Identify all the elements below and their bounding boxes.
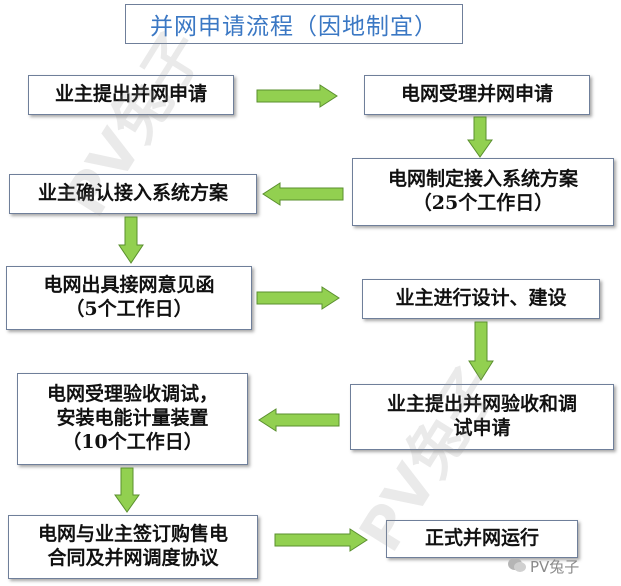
arrow-down-4	[114, 467, 140, 513]
step-owner-apply-acceptance: 业主提出并网验收和调 试申请	[350, 384, 614, 450]
step-grid-acceptance-metering-line2: 安装电能计量装置	[56, 407, 209, 430]
arrow-down-2	[118, 216, 144, 264]
arrow-down-3	[468, 321, 494, 381]
step-grid-issue-letter-line2: （5个工作日）	[65, 298, 193, 320]
arrow-right-2	[256, 286, 340, 310]
step-grid-issue-letter-line1: 电网出具接网意见函	[43, 274, 215, 297]
arrow-right-1	[256, 84, 338, 108]
wechat-icon	[507, 557, 527, 577]
step-grid-draft-access-plan: 电网制定接入系统方案 （25个工作日）	[352, 158, 614, 226]
step-owner-confirm-plan-line1: 业主确认接入系统方案	[37, 182, 228, 205]
step-formal-grid-operation: 正式并网运行	[386, 520, 578, 558]
step-grid-acceptance-metering: 电网受理验收调试， 安装电能计量装置 （10个工作日）	[17, 373, 248, 465]
step-grid-accept-application: 电网受理并网申请	[364, 75, 590, 115]
step-sign-contracts-line1: 电网与业主签订购售电	[37, 523, 228, 546]
watermark-badge-text: PV兔子	[530, 558, 580, 576]
step-sign-contracts: 电网与业主签订购售电 合同及并网调度协议	[8, 515, 258, 579]
step-owner-design-build: 业主进行设计、建设	[362, 279, 600, 319]
step-grid-acceptance-metering-line3: （10个工作日）	[62, 430, 203, 453]
step-grid-issue-letter: 电网出具接网意见函 （5个工作日）	[6, 266, 252, 330]
arrow-down-1	[467, 116, 493, 158]
arrow-left-2	[258, 408, 340, 432]
step-owner-apply: 业主提出并网申请	[28, 75, 234, 115]
step-owner-apply-acceptance-line2: 试申请	[453, 417, 511, 439]
step-grid-acceptance-metering-line1: 电网受理验收调试，	[46, 383, 218, 406]
step-owner-design-build-line1: 业主进行设计、建设	[395, 287, 567, 310]
step-grid-draft-access-plan-line1: 电网制定接入系统方案	[387, 168, 578, 191]
page-title: 并网申请流程（因地制宜）	[125, 4, 463, 44]
step-owner-apply-acceptance-line1: 业主提出并网验收和调	[386, 393, 577, 416]
step-formal-grid-operation-line1: 正式并网运行	[424, 527, 539, 550]
step-grid-draft-access-plan-line2: （25个工作日）	[412, 192, 554, 214]
step-owner-apply-line1: 业主提出并网申请	[54, 83, 207, 106]
arrow-left-1	[262, 182, 344, 206]
watermark-badge: PV兔子	[507, 556, 579, 577]
step-sign-contracts-line2: 合同及并网调度协议	[47, 547, 219, 569]
step-grid-accept-application-line1: 电网受理并网申请	[400, 83, 553, 106]
step-owner-confirm-plan: 业主确认接入系统方案	[9, 174, 257, 214]
arrow-right-3	[274, 528, 368, 552]
